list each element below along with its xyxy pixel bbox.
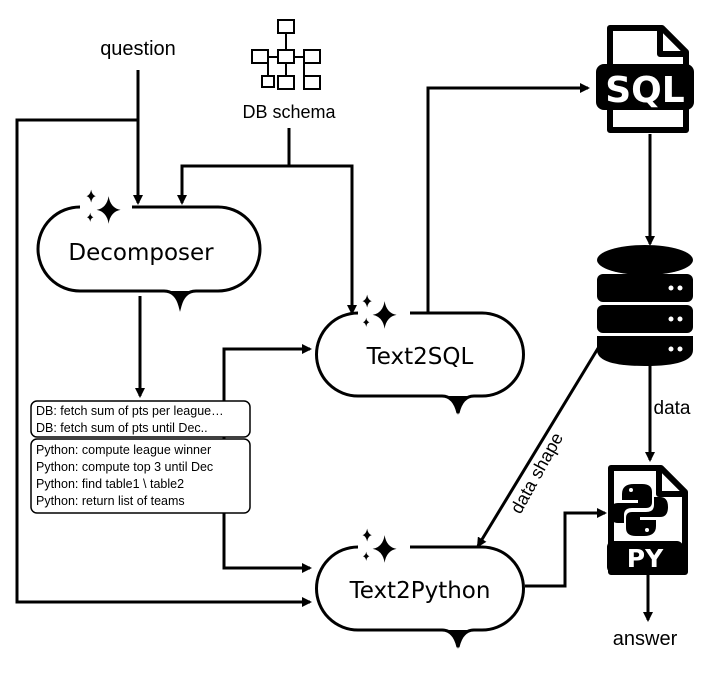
edge-plan-to-text2python [222,560,312,573]
db-step: DB: fetch sum of pts until Dec.. [36,421,208,435]
database-icon [597,245,693,366]
edge-text2sql-to-sql [426,83,590,312]
py-file-label: PY [627,544,664,573]
python-steps-box [30,438,251,514]
decomposition-plan: DB: fetch sum of pts per league… DB: fet… [30,400,251,514]
python-step: Python: compute top 3 until Dec [36,460,213,474]
python-step: Python: return list of teams [36,494,185,508]
sql-file-label: SQL [605,70,684,111]
python-step: Python: compute league winner [36,443,211,457]
python-file-icon: PY [607,465,688,575]
edge-text2python-to-python [525,508,607,588]
data-label: data [654,398,691,419]
sql-file-icon: SQL [596,25,694,133]
python-step: Python: find table1 \ table2 [36,477,184,491]
edge-schema-to-decomposer [177,128,291,205]
schema-label: DB schema [242,102,336,122]
db-steps-box [30,400,251,438]
question-label: question [100,38,176,60]
schema-icon [251,19,321,90]
edge-question-to-text2python [15,118,312,607]
text2python-node: Text2Python [315,528,525,649]
text2sql-title: Text2SQL [366,344,474,370]
db-step: DB: fetch sum of pts per league… [36,404,224,418]
decomposer-title: Decomposer [68,240,214,266]
edge-database-to-text2python [476,344,602,548]
text2python-title: Text2Python [349,578,491,604]
decomposer-node: Decomposer [36,189,262,312]
text2sql-node: Text2SQL [315,294,525,415]
data-shape-label: data shape [506,429,567,517]
edge-schema-to-text2sql [289,164,357,315]
answer-label: answer [613,628,678,650]
